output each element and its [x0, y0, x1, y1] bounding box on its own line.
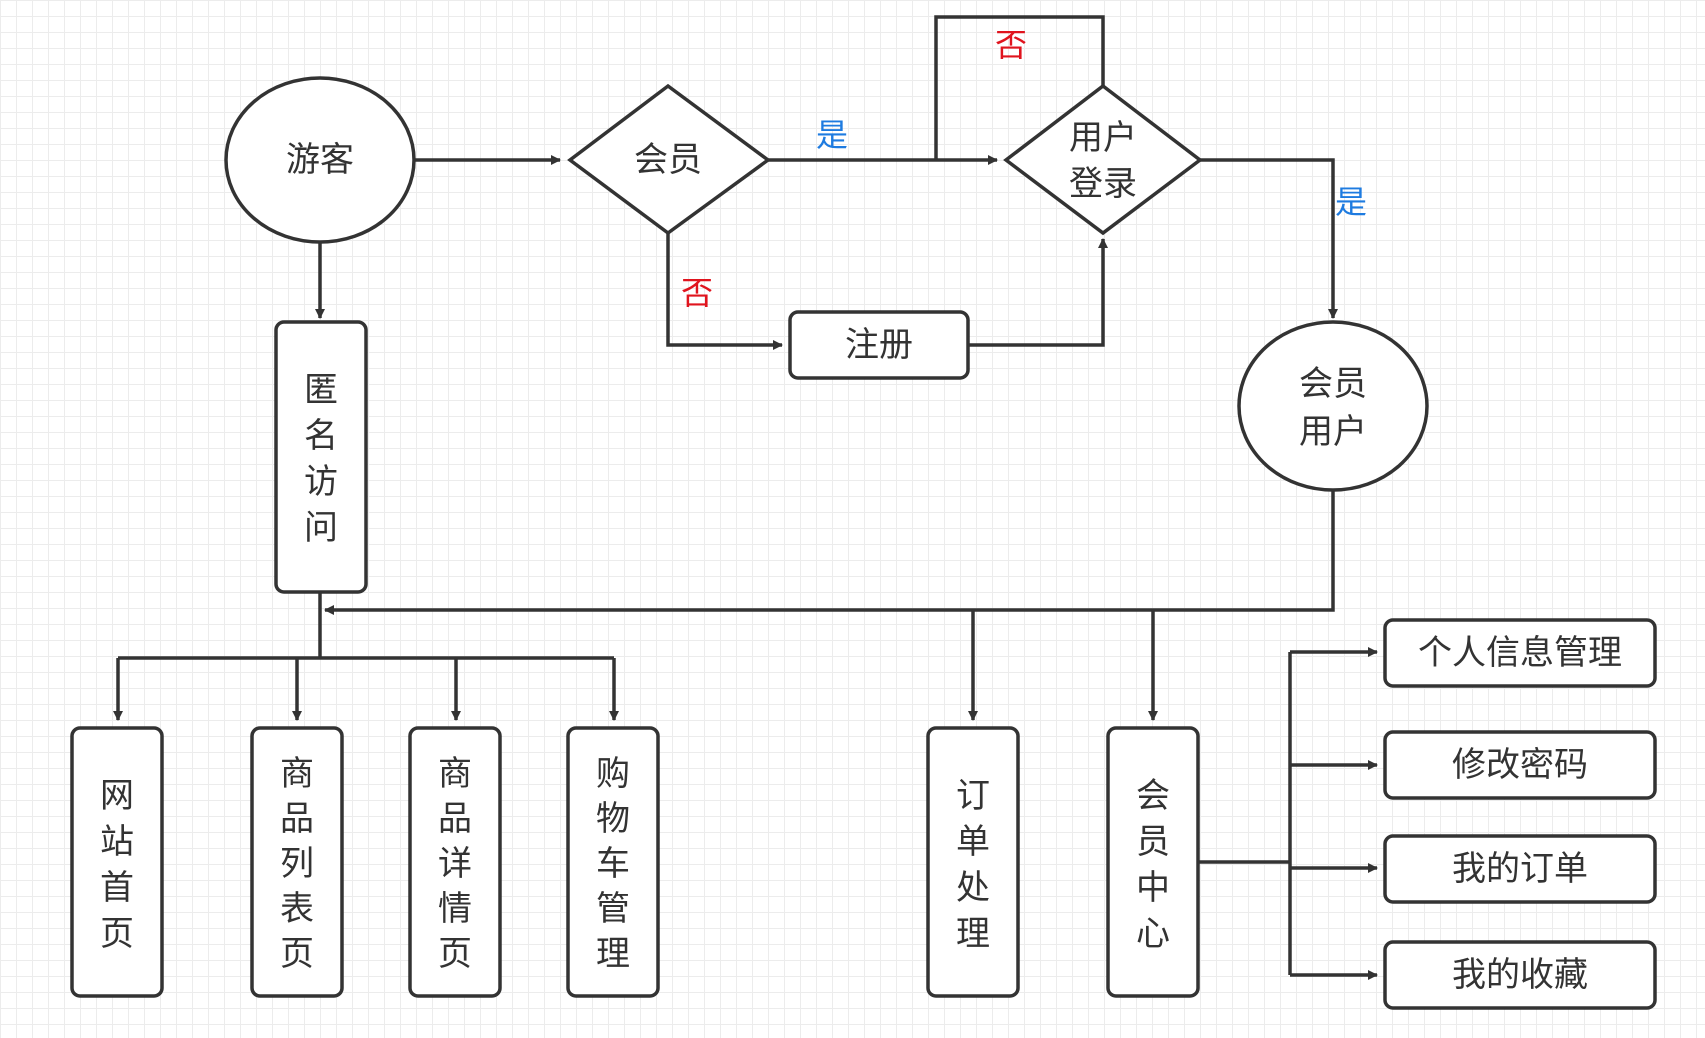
edge-register-to-login [968, 238, 1108, 347]
node-order-process [926, 726, 1020, 998]
node-profile-manage [1383, 618, 1657, 688]
edge-login-no-loop [934, 15, 1105, 160]
edge-label-login-yes: 是 [1335, 183, 1367, 221]
edge-labels: 是 否 否 是 [681, 26, 1367, 312]
cart-manage-char: 管 [596, 889, 630, 929]
order-process-char: 单 [956, 822, 990, 862]
edge-label-member-no: 否 [681, 274, 713, 312]
site-home-char: 首 [100, 868, 134, 908]
edge-login-yes-to-member-user [1200, 158, 1338, 319]
user-login-label-line-2: 登录 [1069, 164, 1137, 204]
product-detail-char: 品 [438, 799, 472, 839]
product-detail-label: 商 品 详 情 页 [438, 754, 472, 974]
product-list-char: 列 [280, 844, 314, 884]
site-home-char: 网 [100, 776, 134, 816]
order-process-char: 处 [956, 868, 990, 908]
anonymous-access-char: 访 [304, 462, 338, 502]
node-labels: 游客 会员 用户 登录 注册 会员 用户 个人信息管理 修改密码 我的订单 我的… [100, 118, 1622, 995]
member-center-char: 心 [1136, 914, 1170, 954]
cart-manage-char: 购 [596, 754, 630, 794]
member-user-label-line-1: 会员 [1299, 364, 1367, 404]
site-home-char: 页 [100, 914, 134, 954]
product-detail-char: 页 [438, 934, 472, 974]
product-list-char: 页 [280, 934, 314, 974]
product-detail-char: 情 [438, 889, 472, 929]
node-member-check [567, 83, 771, 236]
profile-manage-label: 个人信息管理 [1418, 633, 1622, 673]
user-login-label-line-1: 用户 [1069, 118, 1137, 158]
node-change-password [1383, 730, 1657, 800]
product-list-char: 商 [280, 754, 314, 794]
anonymous-access-char: 匿 [304, 370, 338, 410]
my-favorites-label: 我的收藏 [1452, 955, 1588, 995]
register-label: 注册 [845, 325, 913, 365]
node-visitor [224, 76, 416, 244]
member-check-label: 会员 [634, 140, 702, 180]
edge-member-user-to-bus [324, 490, 1335, 615]
node-product-list [250, 726, 344, 998]
node-site-home [70, 726, 164, 998]
node-user-login [1003, 83, 1203, 236]
my-orders-label: 我的订单 [1452, 849, 1588, 889]
node-register [788, 310, 970, 380]
anonymous-access-char: 问 [304, 508, 338, 548]
node-member-center [1106, 726, 1200, 998]
anonymous-access-label: 匿 名 访 问 [304, 370, 338, 548]
edge-label-member-yes: 是 [816, 116, 848, 154]
node-cart-manage [566, 726, 660, 998]
node-anonymous-access [274, 320, 368, 594]
anonymous-access-char: 名 [304, 416, 338, 456]
node-my-favorites [1383, 940, 1657, 1010]
member-center-char: 会 [1136, 776, 1170, 816]
site-home-char: 站 [100, 822, 134, 862]
product-list-char: 品 [280, 799, 314, 839]
order-process-label: 订 单 处 理 [956, 776, 990, 954]
node-member-user [1237, 320, 1429, 492]
edges [113, 15, 1378, 980]
visitor-label: 游客 [286, 140, 354, 180]
order-process-char: 订 [956, 776, 990, 816]
cart-manage-char: 车 [596, 844, 630, 884]
cart-manage-char: 理 [596, 934, 630, 974]
order-process-char: 理 [956, 914, 990, 954]
node-product-detail [408, 726, 502, 998]
product-detail-char: 商 [438, 754, 472, 794]
product-detail-char: 详 [438, 844, 472, 884]
node-my-orders [1383, 834, 1657, 904]
member-user-label-line-2: 用户 [1299, 412, 1367, 452]
member-center-char: 员 [1136, 822, 1170, 862]
site-home-label: 网 站 首 页 [100, 776, 134, 954]
product-list-label: 商 品 列 表 页 [280, 754, 314, 974]
product-list-char: 表 [280, 889, 314, 929]
member-center-label: 会 员 中 心 [1136, 776, 1170, 954]
nodes [70, 76, 1657, 1010]
change-password-label: 修改密码 [1452, 745, 1588, 785]
cart-manage-char: 物 [596, 799, 630, 839]
member-center-char: 中 [1136, 868, 1170, 908]
cart-manage-label: 购 物 车 管 理 [596, 754, 630, 974]
edge-label-login-no: 否 [995, 26, 1027, 64]
edge-member-no-to-register [666, 233, 783, 350]
